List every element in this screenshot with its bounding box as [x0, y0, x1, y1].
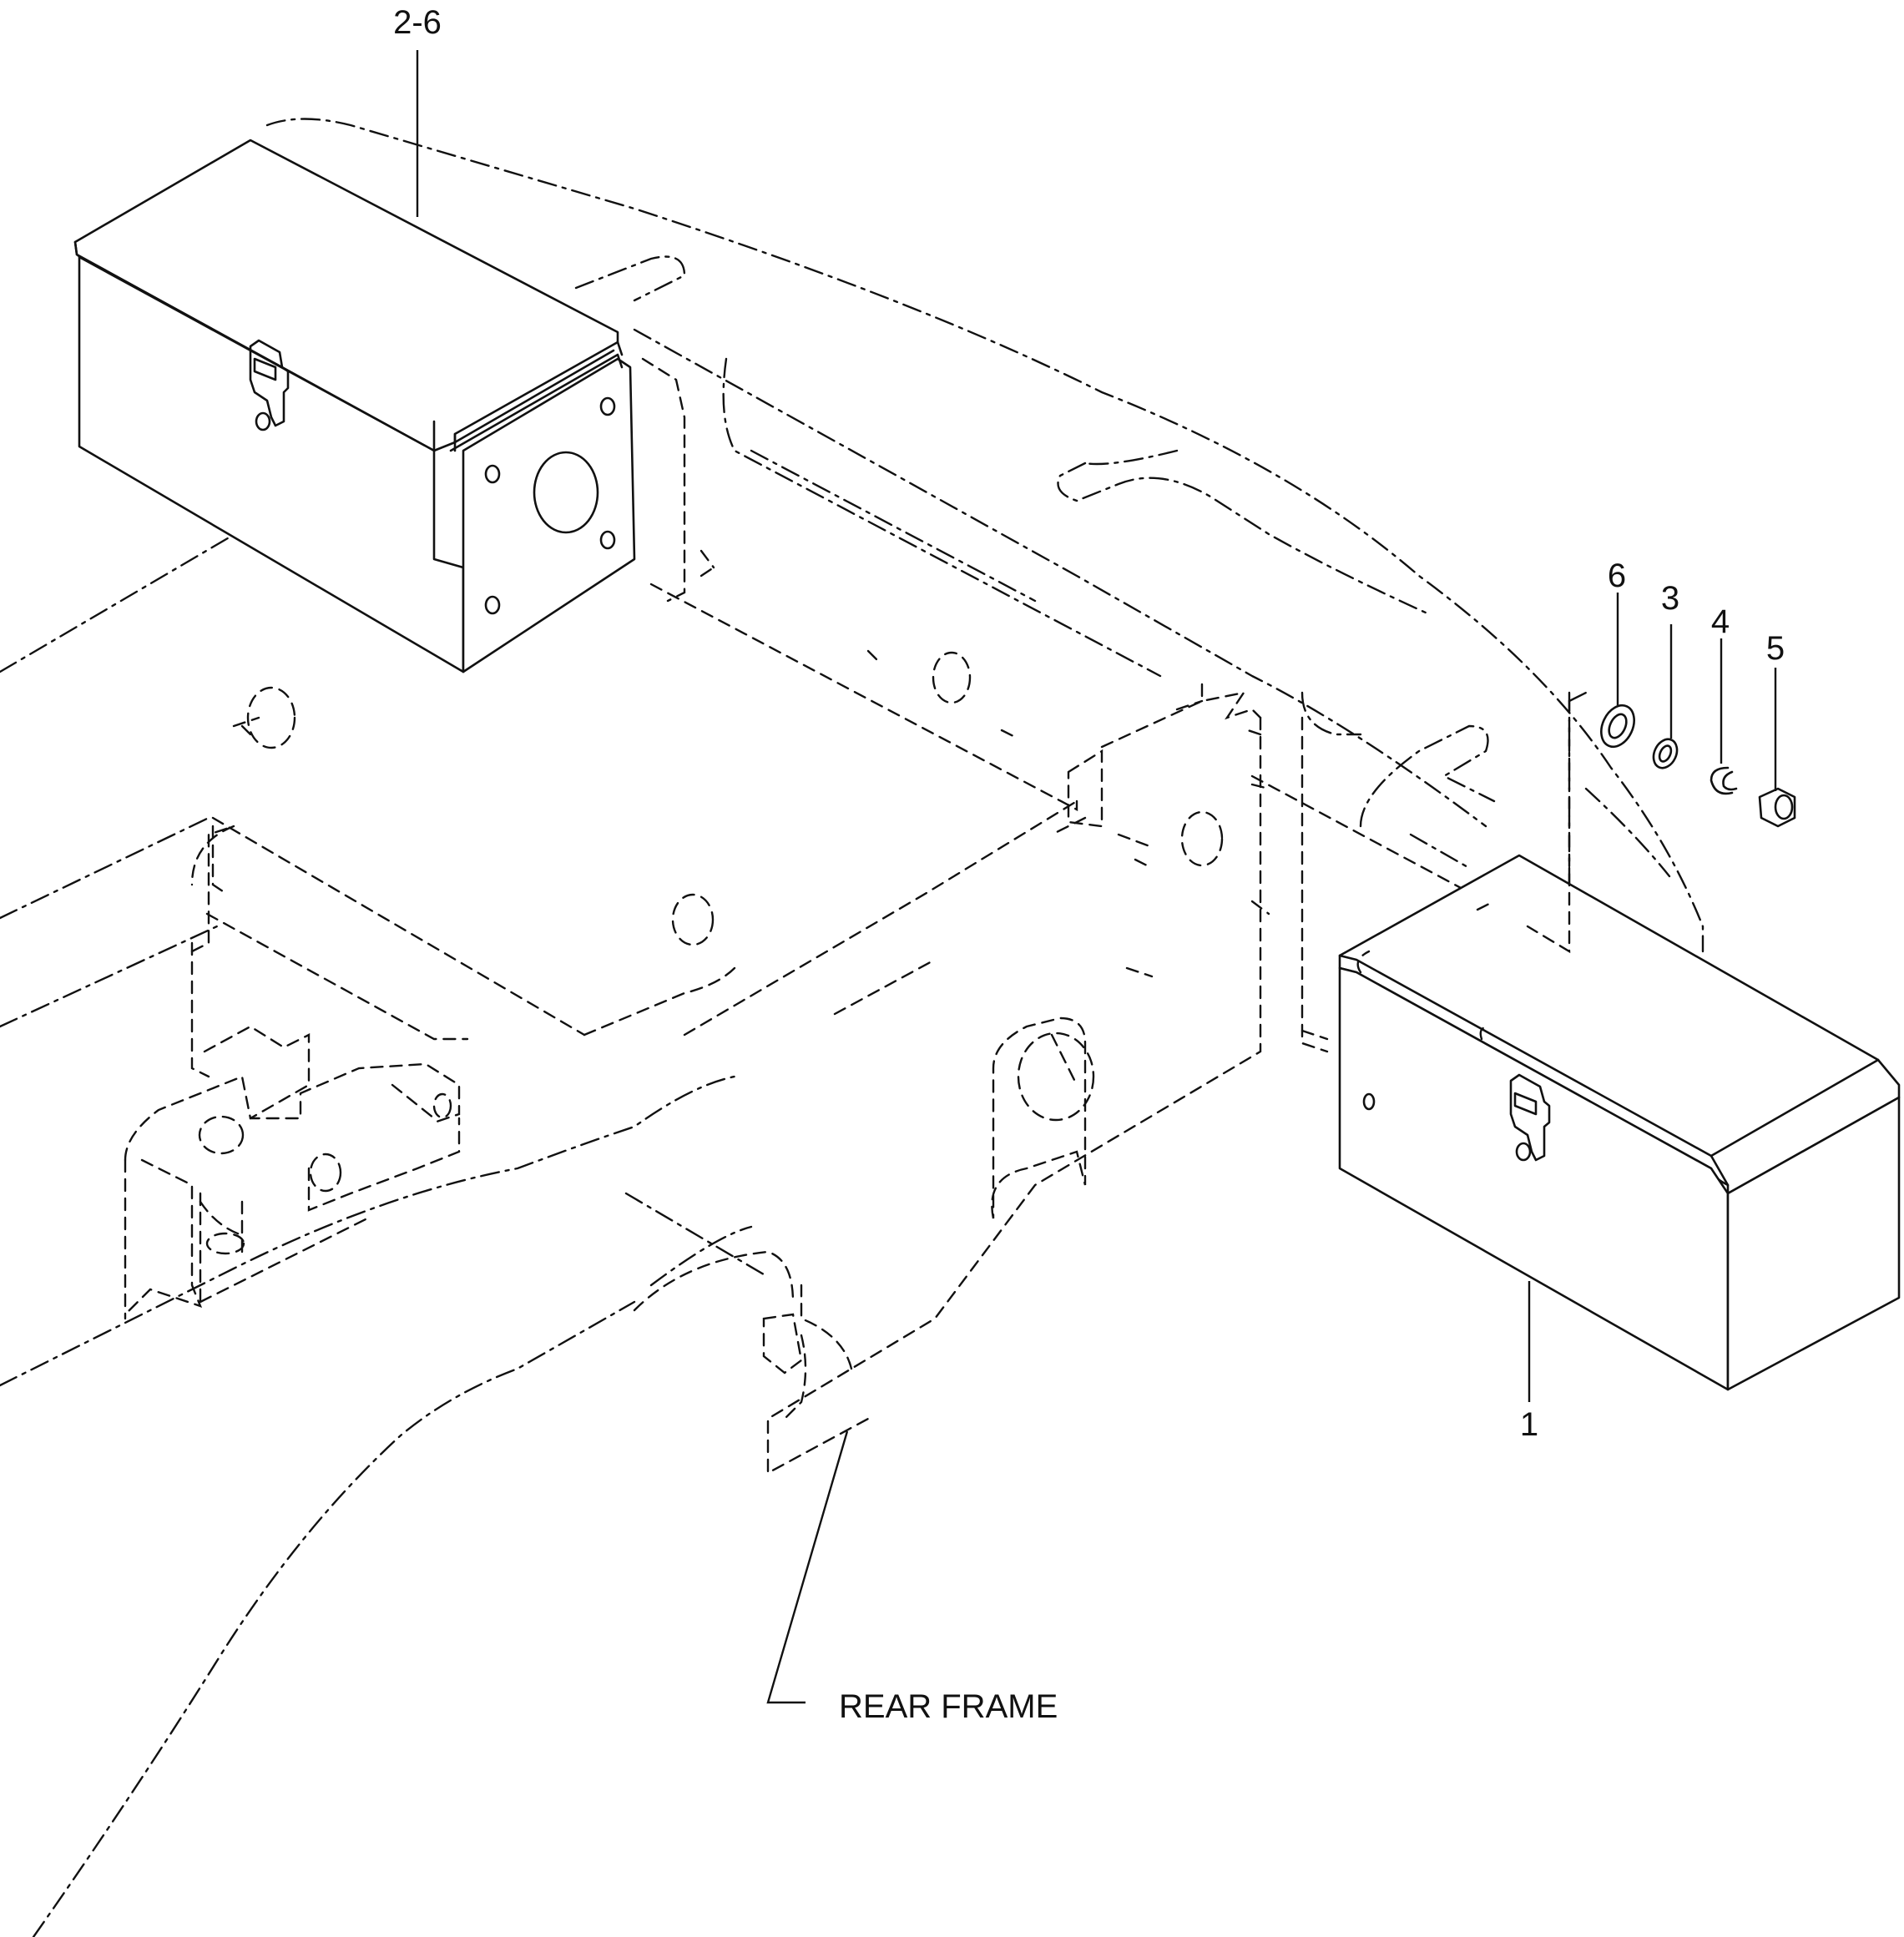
callout-2-6: 2-6: [393, 4, 442, 41]
leader-rear-frame: [766, 1430, 849, 1704]
leader-lines: [416, 50, 1777, 1704]
callout-5: 5: [1766, 630, 1785, 667]
frame-holes: [198, 549, 1270, 1255]
callout-1: 1: [1520, 1406, 1538, 1443]
hardware: [1526, 699, 1796, 954]
tool-box-lower: [1338, 854, 1901, 1391]
frame-bolts: [1250, 774, 1487, 903]
callout-3: 3: [1661, 580, 1679, 617]
callout-4: 4: [1711, 603, 1730, 640]
rear-frame-structure: [124, 357, 1329, 1475]
callout-rear-frame: REAR FRAME: [839, 1688, 1058, 1725]
rear-frame-outline: [0, 118, 1705, 1937]
callout-6: 6: [1608, 557, 1626, 594]
wire-harness: [633, 1250, 807, 1420]
tool-box-upper: [73, 139, 636, 673]
